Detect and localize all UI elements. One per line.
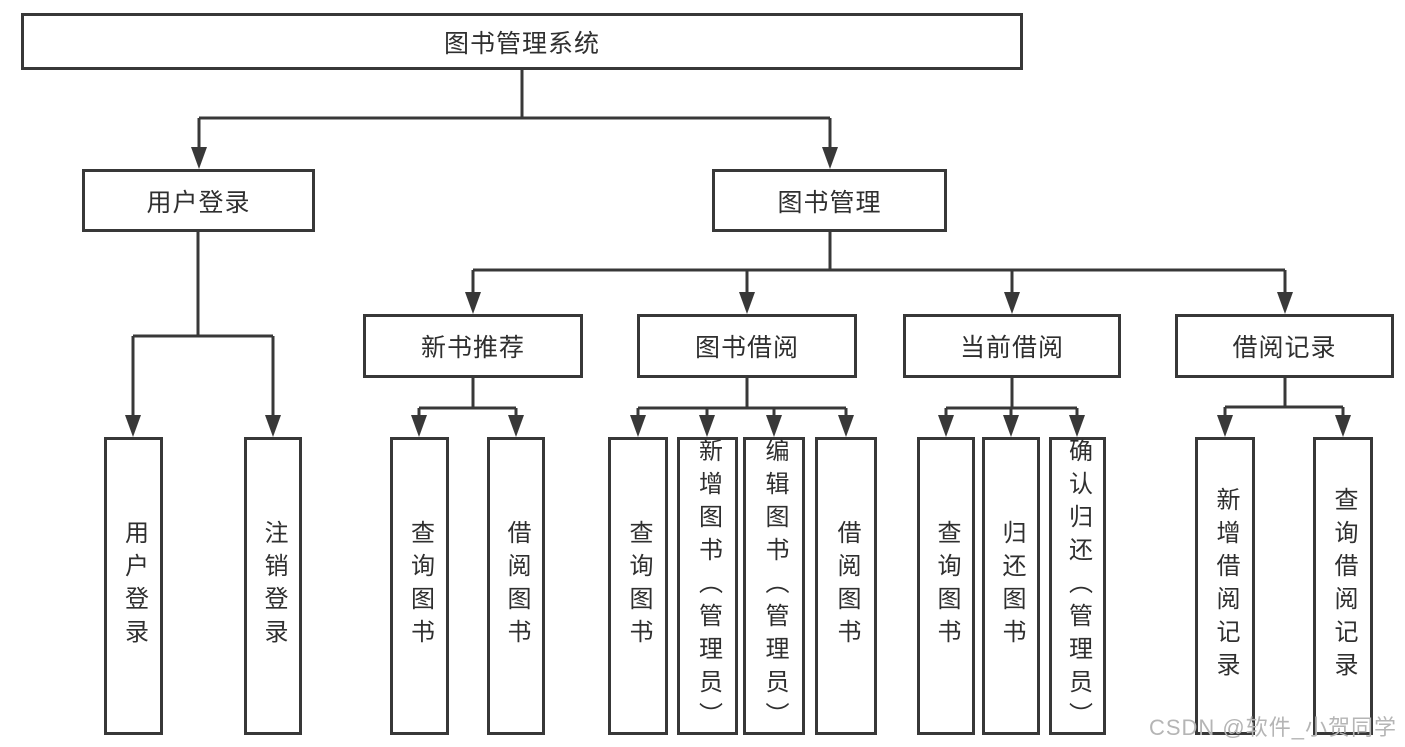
leaf-return-books-label: 归还图书: [998, 520, 1025, 652]
node-user-login-branch: 用户登录: [82, 169, 315, 232]
leaf-query-books-borrowing: 查询图书: [608, 437, 668, 735]
node-new-book-recommend: 新书推荐: [363, 314, 583, 378]
csdn-watermark: CSDN @软件_小贺同学: [1148, 715, 1397, 740]
leaf-return-books: 归还图书: [982, 437, 1040, 735]
leaf-query-books-current: 查询图书: [917, 437, 975, 735]
node-book-management-branch: 图书管理: [712, 169, 947, 232]
leaf-query-books-recommend-label: 查询图书: [406, 520, 434, 652]
leaf-add-books-admin: 新增图书（管理员）: [677, 437, 738, 735]
leaf-confirm-return-admin: 确认归还（管理员）: [1049, 437, 1106, 735]
leaf-borrow-books-borrowing-label: 借阅图书: [833, 520, 860, 652]
node-current-borrowing: 当前借阅: [903, 314, 1121, 378]
leaf-query-borrow-record-label: 查询借阅记录: [1330, 487, 1357, 685]
leaf-borrow-books-borrowing: 借阅图书: [815, 437, 877, 735]
leaf-add-borrow-record: 新增借阅记录: [1195, 437, 1255, 735]
node-library-system: 图书管理系统: [21, 13, 1023, 70]
leaf-add-borrow-record-label: 新增借阅记录: [1212, 487, 1239, 685]
leaf-borrow-books-recommend-label: 借阅图书: [503, 520, 530, 652]
leaf-user-login-label: 用户登录: [120, 520, 148, 652]
node-book-borrowing: 图书借阅: [637, 314, 857, 378]
leaf-query-books-recommend: 查询图书: [390, 437, 449, 735]
leaf-user-login: 用户登录: [104, 437, 163, 735]
leaf-add-books-admin-label: 新增图书（管理员）: [694, 437, 722, 735]
leaf-edit-books-admin: 编辑图书（管理员）: [743, 437, 805, 735]
leaf-query-borrow-record: 查询借阅记录: [1313, 437, 1373, 735]
leaf-query-books-current-label: 查询图书: [933, 520, 960, 652]
leaf-query-books-borrowing-label: 查询图书: [625, 520, 652, 652]
arrowheads: [125, 147, 1351, 437]
node-borrow-records: 借阅记录: [1175, 314, 1394, 378]
leaf-borrow-books-recommend: 借阅图书: [487, 437, 545, 735]
leaf-confirm-return-admin-label: 确认归还（管理员）: [1064, 437, 1092, 735]
leaf-logout-login-label: 注销登录: [260, 520, 287, 652]
leaf-logout-login: 注销登录: [244, 437, 302, 735]
leaf-edit-books-admin-label: 编辑图书（管理员）: [761, 437, 788, 735]
